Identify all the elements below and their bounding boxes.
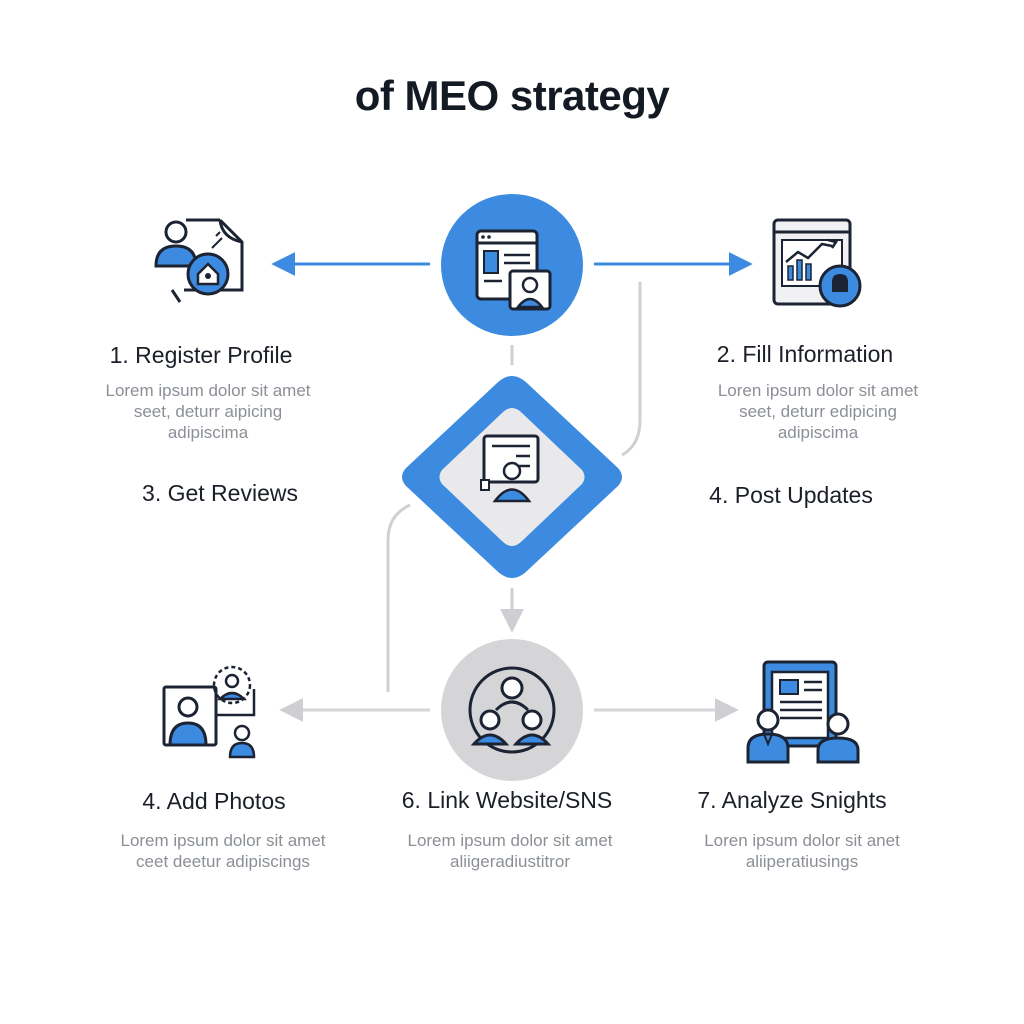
- step-3-label: 3. Get Reviews: [142, 480, 298, 506]
- user-group-icon: [441, 639, 583, 781]
- step-7-label: 7. Analyze Snights: [697, 787, 887, 813]
- team-report-icon: [746, 660, 860, 764]
- connector-right-curve: [621, 282, 642, 457]
- user-photos-icon: [162, 665, 256, 759]
- step-2-label: 2. Fill Information: [716, 341, 894, 367]
- step-6-label: 6. Link Website/SNS: [401, 787, 613, 813]
- profile-card-icon: [402, 376, 622, 578]
- analytics-chart-icon: [772, 218, 862, 308]
- browser-profile-icon: [441, 194, 583, 336]
- step-4-label: 4. Post Updates: [709, 482, 873, 508]
- step-5-label: 4. Add Photos: [142, 788, 286, 814]
- user-location-icon: [154, 218, 244, 303]
- page-title: of MEO strategy: [354, 72, 670, 119]
- step-1-label: 1. Register Profile: [109, 342, 293, 368]
- connector-left-curve: [386, 503, 411, 692]
